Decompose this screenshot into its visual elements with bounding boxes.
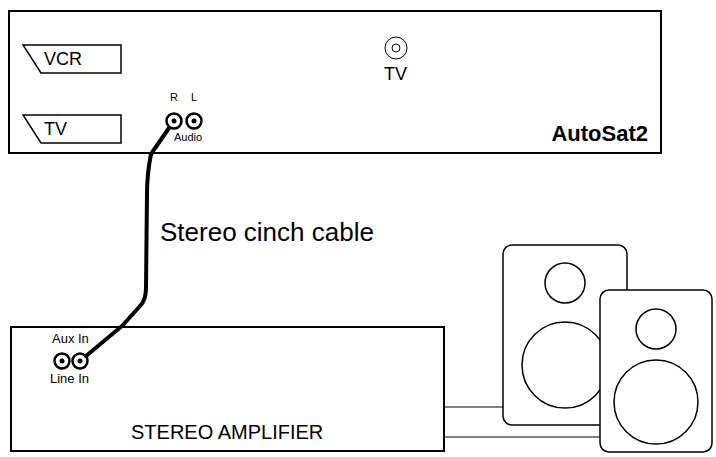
scart-socket: TV xyxy=(22,114,122,144)
receiver-box: AutoSat2 VCR TV xyxy=(8,10,662,154)
rca-jack-pin xyxy=(60,359,65,364)
speaker-wire xyxy=(445,437,601,438)
socket-label: Audio xyxy=(174,131,202,144)
socket-label: Line In xyxy=(50,372,89,387)
rca-jack xyxy=(187,114,202,129)
channel-label: R xyxy=(170,91,178,104)
rca-jack-pin xyxy=(78,359,83,364)
socket-shape xyxy=(23,45,121,73)
cinch-cable xyxy=(122,154,151,326)
node-title: AutoSat2 xyxy=(551,121,648,146)
socket-shape xyxy=(23,115,121,143)
node-title: STEREO AMPLIFIER xyxy=(131,421,323,444)
rca-jack xyxy=(55,354,70,369)
coax-connector xyxy=(385,37,407,59)
speaker-tweeter xyxy=(545,263,585,303)
speaker-wire xyxy=(445,407,504,408)
coax-connector-core xyxy=(392,44,400,52)
cable-end xyxy=(151,128,169,154)
rca-jack-pin xyxy=(172,119,177,124)
socket-label: Aux In xyxy=(52,332,89,347)
speaker-cabinet xyxy=(600,290,712,452)
socket-outline xyxy=(22,114,122,144)
cable-end xyxy=(86,326,122,356)
channel-label: L xyxy=(191,91,197,104)
node-title: TV xyxy=(44,119,67,140)
scart-socket: VCR xyxy=(22,44,122,74)
speaker-tweeter xyxy=(636,309,676,349)
cable-label: Stereo cinch cable xyxy=(160,218,374,248)
socket-label: TV xyxy=(384,64,407,85)
speaker-woofer xyxy=(522,322,608,408)
speaker-woofer xyxy=(614,360,698,444)
node-title: VCR xyxy=(44,49,82,70)
rca-jack-pin xyxy=(192,119,197,124)
